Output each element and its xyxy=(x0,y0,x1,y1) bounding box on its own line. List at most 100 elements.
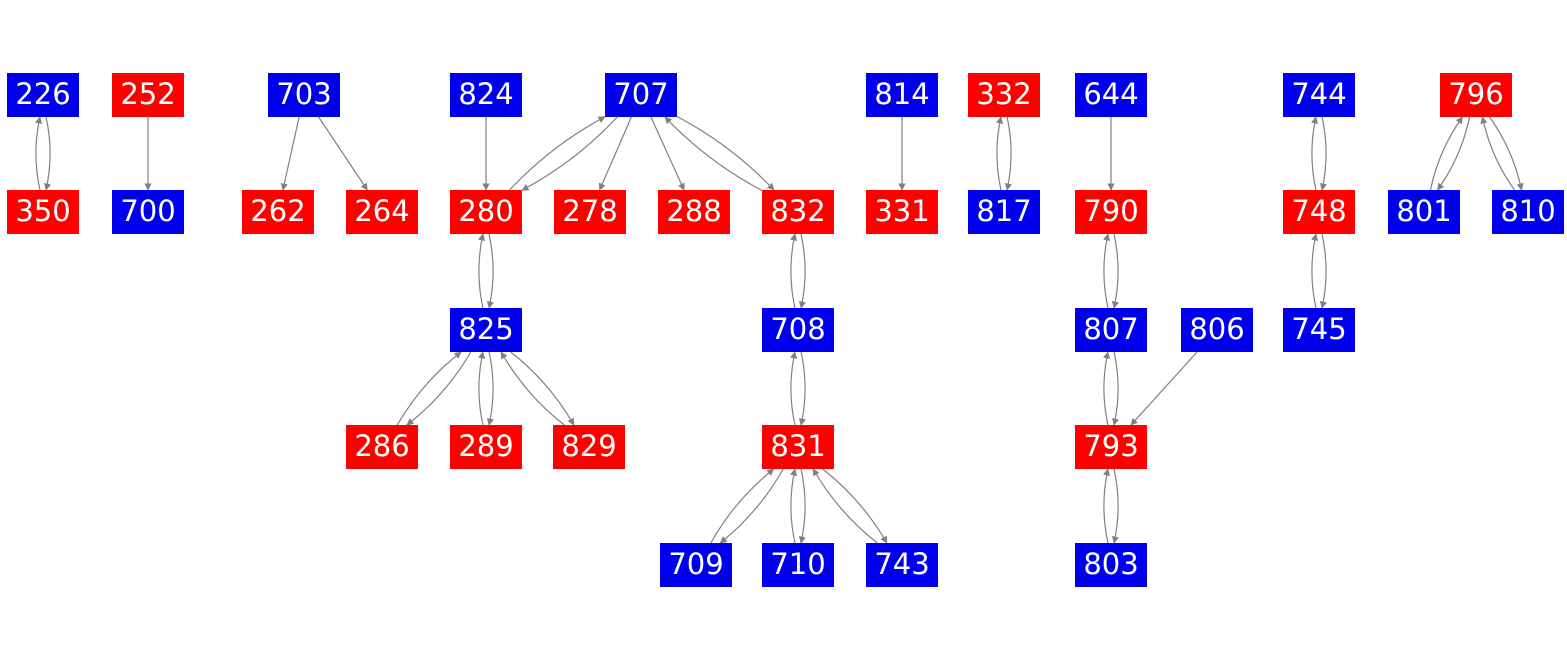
graph-node-332[interactable]: 332 xyxy=(968,73,1040,117)
edge-286-to-825 xyxy=(396,351,462,426)
edge-748-to-745 xyxy=(1319,233,1327,309)
graph-node-288[interactable]: 288 xyxy=(658,190,730,234)
graph-node-331[interactable]: 331 xyxy=(866,190,938,234)
graph-node-748[interactable]: 748 xyxy=(1283,190,1355,234)
graph-node-label: 709 xyxy=(668,546,724,581)
graph-node-label: 829 xyxy=(561,428,617,463)
graph-node-label: 801 xyxy=(1396,193,1452,228)
edge-707-to-278 xyxy=(598,116,632,191)
graph-node-label: 745 xyxy=(1291,311,1347,346)
graph-node-label: 810 xyxy=(1500,193,1556,228)
edge-810-to-796 xyxy=(1480,116,1515,191)
graph-node-label: 331 xyxy=(874,193,930,228)
graph-node-label: 744 xyxy=(1291,76,1347,111)
graph-node-label: 814 xyxy=(874,76,930,111)
graph-node-810[interactable]: 810 xyxy=(1492,190,1564,234)
graph-node-label: 803 xyxy=(1083,546,1139,581)
graph-node-label: 825 xyxy=(458,311,514,346)
edge-801-to-796 xyxy=(1429,116,1463,191)
edge-350-to-226 xyxy=(35,116,43,191)
edge-708-to-831 xyxy=(798,351,806,426)
graph-node-700[interactable]: 700 xyxy=(112,190,184,234)
graph-node-label: 280 xyxy=(458,193,514,228)
graph-node-644[interactable]: 644 xyxy=(1075,73,1147,117)
graph-node-label: 350 xyxy=(15,193,71,228)
graph-node-814[interactable]: 814 xyxy=(866,73,938,117)
edge-831-to-743 xyxy=(822,468,888,544)
edge-807-to-790 xyxy=(1103,233,1111,309)
edge-831-to-710 xyxy=(798,468,806,544)
edge-817-to-332 xyxy=(996,116,1004,191)
edge-829-to-825 xyxy=(500,351,565,426)
edge-744-to-748 xyxy=(1319,116,1327,191)
graph-node-817[interactable]: 817 xyxy=(968,190,1040,234)
graph-node-label: 790 xyxy=(1083,193,1139,228)
edge-825-to-280 xyxy=(478,233,486,309)
graph-node-829[interactable]: 829 xyxy=(553,425,625,469)
graph-node-824[interactable]: 824 xyxy=(450,73,522,117)
graph-node-label: 262 xyxy=(250,193,306,228)
graph-node-label: 796 xyxy=(1448,76,1504,111)
graph-node-806[interactable]: 806 xyxy=(1181,308,1253,352)
graph-node-label: 748 xyxy=(1291,193,1347,228)
edge-707-to-832 xyxy=(676,115,775,191)
graph-node-825[interactable]: 825 xyxy=(450,308,522,352)
edge-280-to-707 xyxy=(509,116,606,191)
graph-node-709[interactable]: 709 xyxy=(660,543,732,587)
graph-node-label: 793 xyxy=(1083,428,1139,463)
graph-node-707[interactable]: 707 xyxy=(605,73,677,117)
graph-node-label: 286 xyxy=(354,428,410,463)
edge-793-to-807 xyxy=(1103,351,1111,426)
graph-node-label: 807 xyxy=(1083,311,1139,346)
graph-node-label: 806 xyxy=(1189,311,1245,346)
graph-node-796[interactable]: 796 xyxy=(1440,73,1512,117)
edge-707-to-288 xyxy=(650,116,685,191)
graph-node-label: 703 xyxy=(276,76,332,111)
edge-796-to-801 xyxy=(1437,116,1471,191)
graph-node-703[interactable]: 703 xyxy=(268,73,340,117)
graph-node-label: 644 xyxy=(1083,76,1139,111)
edge-709-to-831 xyxy=(710,468,775,544)
graph-node-790[interactable]: 790 xyxy=(1075,190,1147,234)
graph-node-label: 700 xyxy=(120,193,176,228)
graph-node-226[interactable]: 226 xyxy=(7,73,79,117)
edge-803-to-793 xyxy=(1103,468,1111,544)
graph-node-264[interactable]: 264 xyxy=(346,190,418,234)
graph-node-label: 710 xyxy=(770,546,826,581)
graph-node-286[interactable]: 286 xyxy=(346,425,418,469)
edge-707-to-280 xyxy=(521,116,618,191)
edge-703-to-262 xyxy=(280,116,300,191)
graph-node-743[interactable]: 743 xyxy=(866,543,938,587)
graph-node-350[interactable]: 350 xyxy=(7,190,79,234)
graph-node-280[interactable]: 280 xyxy=(450,190,522,234)
edge-832-to-708 xyxy=(798,233,806,309)
graph-node-262[interactable]: 262 xyxy=(242,190,314,234)
edge-708-to-832 xyxy=(790,233,798,309)
graph-node-label: 831 xyxy=(770,428,826,463)
graph-node-801[interactable]: 801 xyxy=(1388,190,1460,234)
edge-280-to-825 xyxy=(486,233,494,309)
graph-node-832[interactable]: 832 xyxy=(762,190,834,234)
graph-node-803[interactable]: 803 xyxy=(1075,543,1147,587)
edge-743-to-831 xyxy=(812,468,878,544)
edge-825-to-286 xyxy=(406,351,472,426)
edge-831-to-708 xyxy=(790,351,798,426)
graph-node-793[interactable]: 793 xyxy=(1075,425,1147,469)
graph-node-708[interactable]: 708 xyxy=(762,308,834,352)
graph-node-744[interactable]: 744 xyxy=(1283,73,1355,117)
graph-node-label: 824 xyxy=(458,76,514,111)
graph-node-label: 707 xyxy=(613,76,669,111)
graph-node-252[interactable]: 252 xyxy=(112,73,184,117)
graph-node-278[interactable]: 278 xyxy=(554,190,626,234)
graph-node-289[interactable]: 289 xyxy=(450,425,522,469)
graph-node-831[interactable]: 831 xyxy=(762,425,834,469)
edge-289-to-825 xyxy=(478,351,486,426)
graph-node-label: 288 xyxy=(666,193,722,228)
graph-node-745[interactable]: 745 xyxy=(1283,308,1355,352)
graph-node-label: 332 xyxy=(976,76,1032,111)
graph-node-label: 289 xyxy=(458,428,514,463)
graph-node-710[interactable]: 710 xyxy=(762,543,834,587)
graph-node-807[interactable]: 807 xyxy=(1075,308,1147,352)
edge-825-to-829 xyxy=(510,351,575,426)
edge-332-to-817 xyxy=(1004,116,1012,191)
